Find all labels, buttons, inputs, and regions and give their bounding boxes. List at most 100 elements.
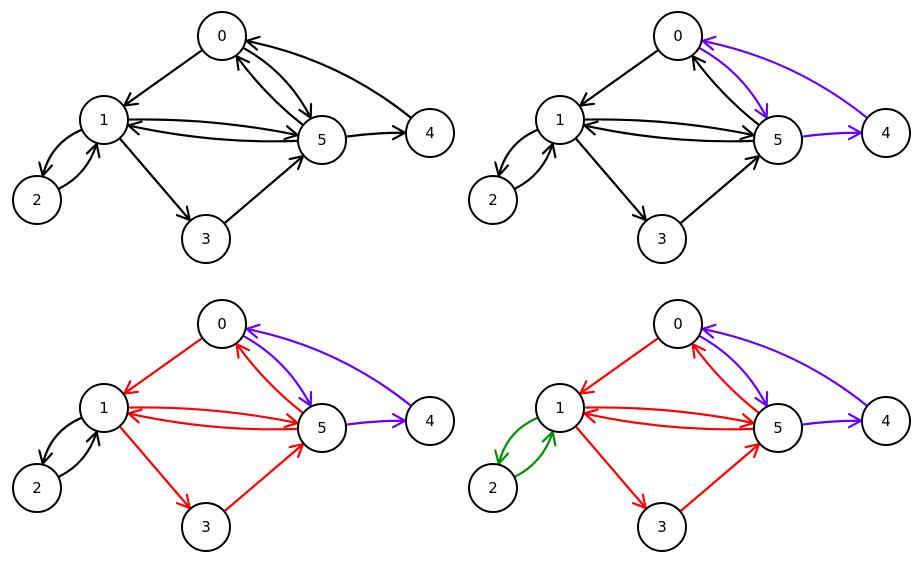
node-0-label: 0 (217, 315, 227, 333)
edge-1-3 (575, 137, 647, 222)
edge-5-4-arrowhead (391, 413, 407, 429)
node-5 (297, 403, 347, 453)
node-2-label: 2 (488, 191, 498, 209)
edge-1-5 (583, 406, 755, 425)
node-0-label: 0 (673, 315, 683, 333)
node-3 (181, 214, 231, 264)
edge-4-0 (245, 39, 412, 119)
node-2-label: 2 (32, 191, 42, 209)
node-5-label: 5 (773, 131, 783, 149)
edge-0-5 (242, 47, 312, 119)
edge-0-5-arrowhead (754, 102, 769, 119)
edge-5-0 (235, 343, 304, 414)
node-4 (405, 108, 455, 158)
node-3 (637, 214, 687, 264)
edge-2-1 (58, 430, 98, 478)
node-3 (181, 502, 231, 552)
edge-0-1 (579, 49, 659, 107)
edge-2-1 (514, 142, 554, 190)
edges (494, 35, 868, 224)
edge-0-1-arrowhead (123, 92, 140, 107)
edge-4-0 (701, 327, 868, 407)
edge-0-1 (123, 49, 203, 107)
edges (494, 323, 868, 512)
edge-0-5-arrowhead (298, 102, 313, 119)
node-0 (197, 11, 247, 61)
node-0-label: 0 (217, 27, 227, 45)
node-2 (468, 463, 518, 513)
edge-5-4 (801, 131, 863, 138)
node-1 (535, 95, 585, 145)
edge-1-2 (41, 128, 83, 177)
nodes: 0 1 2 3 4 5 (468, 11, 911, 264)
edge-2-1-arrowhead (85, 430, 101, 447)
edge-0-1-arrowhead (579, 92, 596, 107)
edge-2-1 (514, 430, 554, 478)
node-0 (197, 299, 247, 349)
node-0 (653, 11, 703, 61)
edge-4-0 (701, 39, 868, 119)
node-5-label: 5 (317, 419, 327, 437)
edge-5-1 (583, 412, 755, 431)
edge-1-3 (119, 137, 191, 222)
edge-1-2-arrowhead (494, 449, 510, 465)
edge-5-4 (345, 131, 407, 138)
node-1 (535, 383, 585, 433)
edge-1-3 (575, 425, 647, 510)
node-4-label: 4 (881, 412, 891, 430)
edge-0-5-arrowhead (754, 390, 769, 407)
edge-2-1 (58, 142, 98, 190)
edge-3-5 (679, 443, 761, 512)
edge-5-1-arrowhead (127, 120, 143, 136)
node-1-label: 1 (555, 399, 565, 417)
panel-top-right: 0 1 2 3 4 5 (468, 11, 911, 264)
edge-0-1 (123, 337, 203, 395)
node-1 (79, 383, 129, 433)
edge-1-3 (119, 425, 191, 510)
node-3-label: 3 (201, 230, 211, 248)
node-4 (861, 396, 911, 446)
edge-5-1 (583, 124, 755, 143)
node-3-label: 3 (201, 518, 211, 536)
edge-0-1-arrowhead (123, 380, 140, 395)
node-4-label: 4 (425, 124, 435, 142)
edge-2-1-arrowhead (541, 430, 557, 447)
edge-0-5-arrowhead (298, 390, 313, 407)
edge-2-1-arrowhead (85, 142, 101, 159)
edge-5-0 (235, 55, 304, 126)
edge-5-4 (801, 419, 863, 426)
node-2 (12, 463, 62, 513)
edge-2-1-arrowhead (541, 142, 557, 159)
node-4-label: 4 (425, 412, 435, 430)
edge-5-1-arrowhead (127, 408, 143, 424)
node-2 (12, 175, 62, 225)
node-0-label: 0 (673, 27, 683, 45)
node-5-label: 5 (773, 419, 783, 437)
edge-0-5 (698, 335, 768, 407)
node-5 (297, 115, 347, 165)
node-3-label: 3 (657, 518, 667, 536)
edge-1-2 (497, 416, 539, 465)
edge-5-4 (345, 419, 407, 426)
edge-3-5 (223, 155, 305, 224)
edge-5-1 (127, 124, 299, 143)
edge-1-2-arrowhead (494, 161, 510, 177)
node-1-label: 1 (555, 111, 565, 129)
edge-3-5 (223, 443, 305, 512)
node-4-label: 4 (881, 124, 891, 142)
node-1-label: 1 (99, 111, 109, 129)
edge-1-2-arrowhead (38, 449, 54, 465)
edges (38, 35, 412, 224)
edge-5-0 (691, 55, 760, 126)
edge-5-1 (127, 412, 299, 431)
edge-5-1-arrowhead (583, 408, 599, 424)
node-3-label: 3 (657, 230, 667, 248)
edge-1-2-arrowhead (38, 161, 54, 177)
edge-1-5 (127, 406, 299, 425)
